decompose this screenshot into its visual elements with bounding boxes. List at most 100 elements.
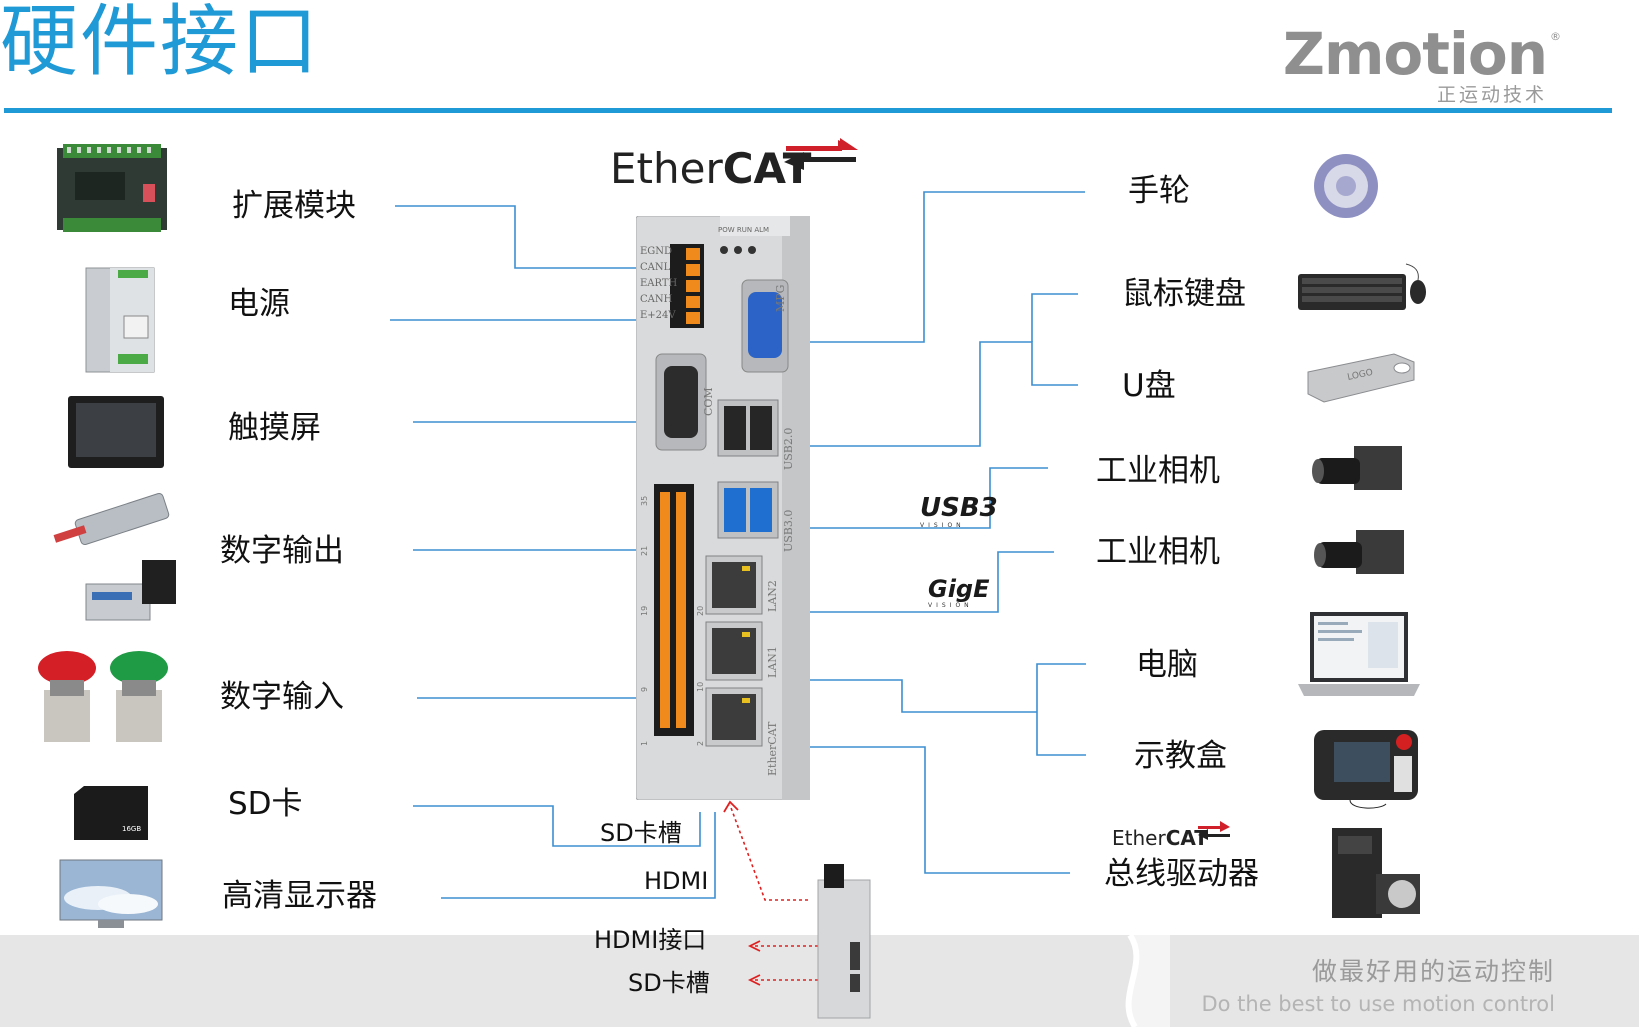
- port-label-lan2: LAN2: [766, 580, 779, 612]
- mouse-keyboard-image: [1298, 263, 1426, 310]
- sd-card-capacity: 16GB: [122, 825, 141, 833]
- label-hdmi-port: HDMI接口: [594, 926, 707, 954]
- controller-device: EGND CANL EARTH CANH E+24V POW RUN ALM M…: [635, 215, 811, 801]
- expansion-module-image: [57, 144, 167, 232]
- servo-driver-image: [1332, 828, 1420, 918]
- port-label-ethercat: EtherCAT: [766, 721, 779, 776]
- power-supply-image: [85, 267, 155, 373]
- usb-drive-image: LOGO: [1307, 353, 1415, 403]
- label-teach-pendant: 示教盒: [1134, 738, 1227, 774]
- digital-input-image: [38, 651, 168, 742]
- io-pin-label-9: 9: [640, 686, 649, 692]
- label-sd-slot: SD卡槽: [600, 819, 682, 847]
- logo-brand: Zmotion: [1282, 20, 1548, 88]
- line-hd-display: [441, 812, 716, 899]
- page-title: 硬件接口: [0, 0, 321, 87]
- hd-display-image: [59, 859, 163, 928]
- terminal-label-canl: CANL: [640, 262, 671, 273]
- port-label-com: COM: [702, 387, 715, 416]
- port-label-mpg: MPG: [774, 284, 787, 312]
- port-label-usb3: USB3.0: [782, 509, 795, 552]
- arrowhead-hdmi-icon: [747, 940, 761, 952]
- ethercat-small-pre: Ether: [1112, 826, 1166, 850]
- ethercat-small-logo: EtherCAT: [1112, 826, 1208, 850]
- usb3-vision-sub: VISION: [920, 522, 965, 529]
- label-expansion-module: 扩展模块: [232, 188, 356, 224]
- slogan-en: Do the best to use motion control: [1201, 992, 1555, 1016]
- industrial-camera-usb3-image: [1312, 446, 1402, 490]
- line-computer: [1036, 663, 1086, 756]
- ethercat-main-pre: Ether: [610, 144, 723, 193]
- handwheel-image: [1314, 154, 1378, 218]
- led-label-run: RUN: [736, 226, 753, 234]
- terminal-label-egnd: EGND: [640, 246, 673, 257]
- line-lan1: [770, 679, 1037, 713]
- footer-swoosh: [1125, 935, 1170, 1027]
- ethercat-main-logo: EtherCAT: [610, 144, 811, 194]
- line-camera-gige: [775, 551, 1054, 613]
- ethercat-arrows-icon: [784, 138, 858, 170]
- slogan-cn: 做最好用的运动控制: [1311, 957, 1555, 986]
- io-pin-label-21: 21: [640, 545, 649, 556]
- usb3-vision-text: USB3: [920, 493, 998, 523]
- arrowhead-sd-icon: [747, 974, 761, 986]
- port-label-lan1: LAN1: [766, 646, 779, 678]
- terminal-label-canh: CANH: [640, 294, 673, 305]
- zmotion-logo: Zmotion ® 正运动技术: [1282, 20, 1561, 107]
- footer-slogan: 做最好用的运动控制 Do the best to use motion cont…: [1201, 955, 1555, 1019]
- led-label-alm: ALM: [754, 226, 770, 234]
- label-touch-screen: 触摸屏: [228, 410, 321, 446]
- gige-vision-badge: GigE VISION: [928, 576, 990, 609]
- io-pin-label-2: 2: [696, 740, 705, 746]
- line-camera-usb3: [775, 467, 1048, 529]
- title-divider: [4, 108, 1612, 113]
- logo-tagline: 正运动技术: [1436, 84, 1547, 106]
- label-hd-display: 高清显示器: [222, 878, 377, 914]
- usb3-vision-badge: USB3 VISION: [920, 494, 998, 529]
- label-computer: 电脑: [1136, 647, 1198, 683]
- registered-mark-icon: ®: [1550, 30, 1561, 43]
- led-labels: POW RUN ALM: [718, 226, 769, 234]
- line-usb-hub: [762, 341, 1078, 447]
- io-pin-label-10: 10: [696, 681, 705, 692]
- io-pin-label-19: 19: [640, 605, 649, 616]
- terminal-label-e24v: E+24V: [640, 310, 676, 321]
- io-pin-label-1: 1: [640, 740, 649, 746]
- label-usb-drive: U盘: [1122, 368, 1176, 404]
- ethercat-small-bold: CAT: [1165, 826, 1208, 850]
- side-module-image: [817, 864, 871, 1019]
- io-pin-label-20: 20: [696, 605, 705, 616]
- label-industrial-camera-gige: 工业相机: [1096, 534, 1220, 570]
- controller-body: [635, 215, 811, 801]
- label-power-supply: 电源: [228, 286, 290, 322]
- dashed-arrow-module: [729, 804, 808, 901]
- digital-output-image: [53, 492, 176, 621]
- can-terminal-labels: EGND CANL EARTH CANH E+24V: [640, 244, 677, 324]
- touch-screen-image: [68, 396, 164, 468]
- ethercat-small-arrows-icon: [1198, 821, 1230, 840]
- arrowhead-module-icon: [723, 800, 739, 813]
- label-bus-driver: 总线驱动器: [1104, 856, 1259, 892]
- terminal-label-earth: EARTH: [640, 278, 678, 289]
- label-digital-input: 数字输入: [220, 679, 344, 715]
- line-mouse-keyboard: [1031, 293, 1078, 342]
- gige-vision-sub: VISION: [928, 602, 973, 609]
- label-digital-output: 数字输出: [220, 533, 344, 569]
- ethercat-main-bold: CAT: [722, 144, 812, 193]
- line-sd-card: [413, 805, 701, 847]
- io-pin-label-35: 35: [640, 495, 649, 506]
- gige-vision-text: GigE: [928, 575, 990, 603]
- label-hdmi: HDMI: [644, 867, 709, 895]
- label-mouse-keyboard: 鼠标键盘: [1122, 276, 1246, 312]
- sd-card-image: 16GB: [74, 786, 148, 840]
- line-expansion-module: [395, 205, 638, 269]
- industrial-camera-gige-image: [1314, 530, 1404, 574]
- computer-image: [1298, 612, 1420, 696]
- teach-pendant-image: [1314, 730, 1418, 809]
- label-sd-card: SD卡: [228, 786, 303, 822]
- label-sd-slot-side: SD卡槽: [628, 969, 710, 997]
- port-label-usb2: USB2.0: [782, 427, 795, 470]
- line-handwheel: [788, 191, 1085, 343]
- line-bus-driver: [772, 746, 1070, 874]
